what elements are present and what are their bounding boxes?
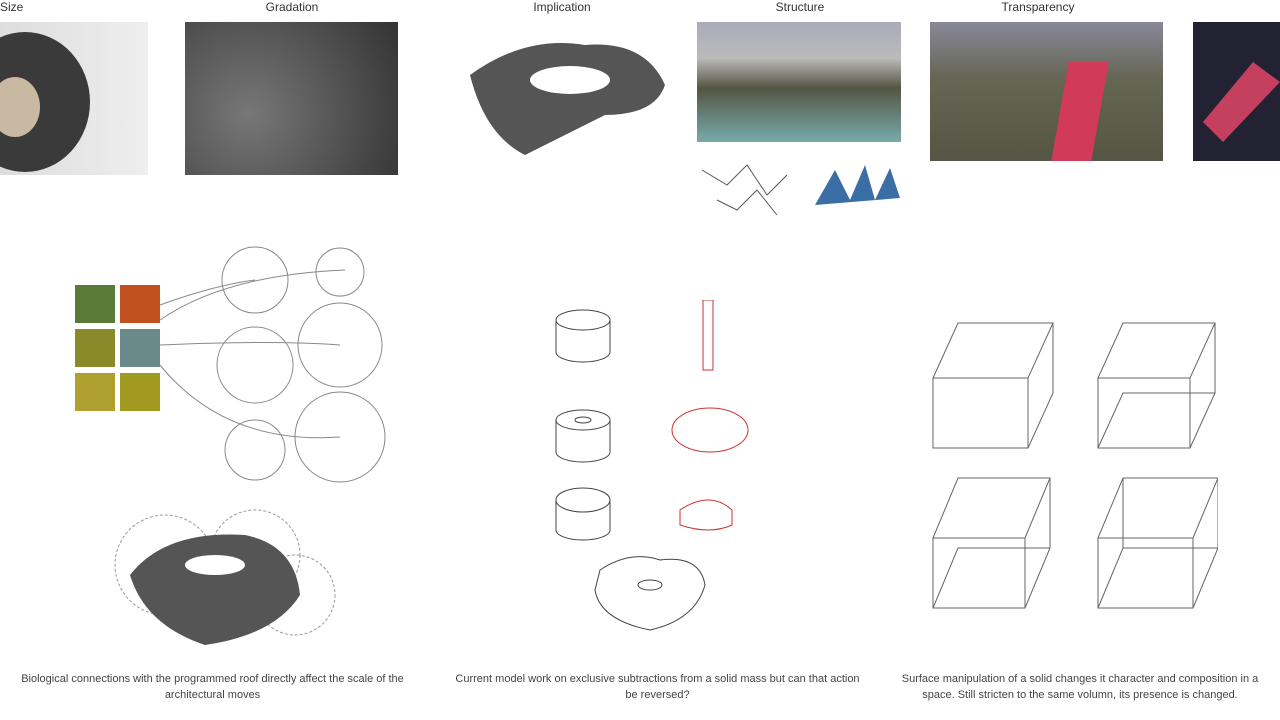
transparency-photo (930, 22, 1163, 161)
structure-blue-model (815, 160, 900, 210)
structure-photo (697, 22, 901, 142)
heading-size: Size (0, 0, 24, 14)
heading-implication: Implication (533, 0, 591, 14)
implication-model (465, 35, 670, 155)
heading-gradation: Gradation (265, 0, 319, 14)
gradation-image (185, 22, 398, 175)
caption-subtraction: Current model work on exclusive subtract… (455, 673, 860, 701)
structure-sketch (697, 150, 801, 220)
partial-image (1193, 22, 1280, 161)
heading-transparency: Transparency (1001, 0, 1075, 14)
heading-structure: Structure (775, 0, 825, 14)
caption-surface: Surface manipulation of a solid changes … (901, 673, 1259, 701)
size-image (0, 22, 148, 175)
caption-biological: Biological connections with the programm… (21, 673, 404, 701)
subtraction-diagram (550, 299, 770, 640)
box-sketches (928, 318, 1219, 610)
biological-diagram (75, 245, 395, 485)
roof-model (105, 505, 345, 655)
